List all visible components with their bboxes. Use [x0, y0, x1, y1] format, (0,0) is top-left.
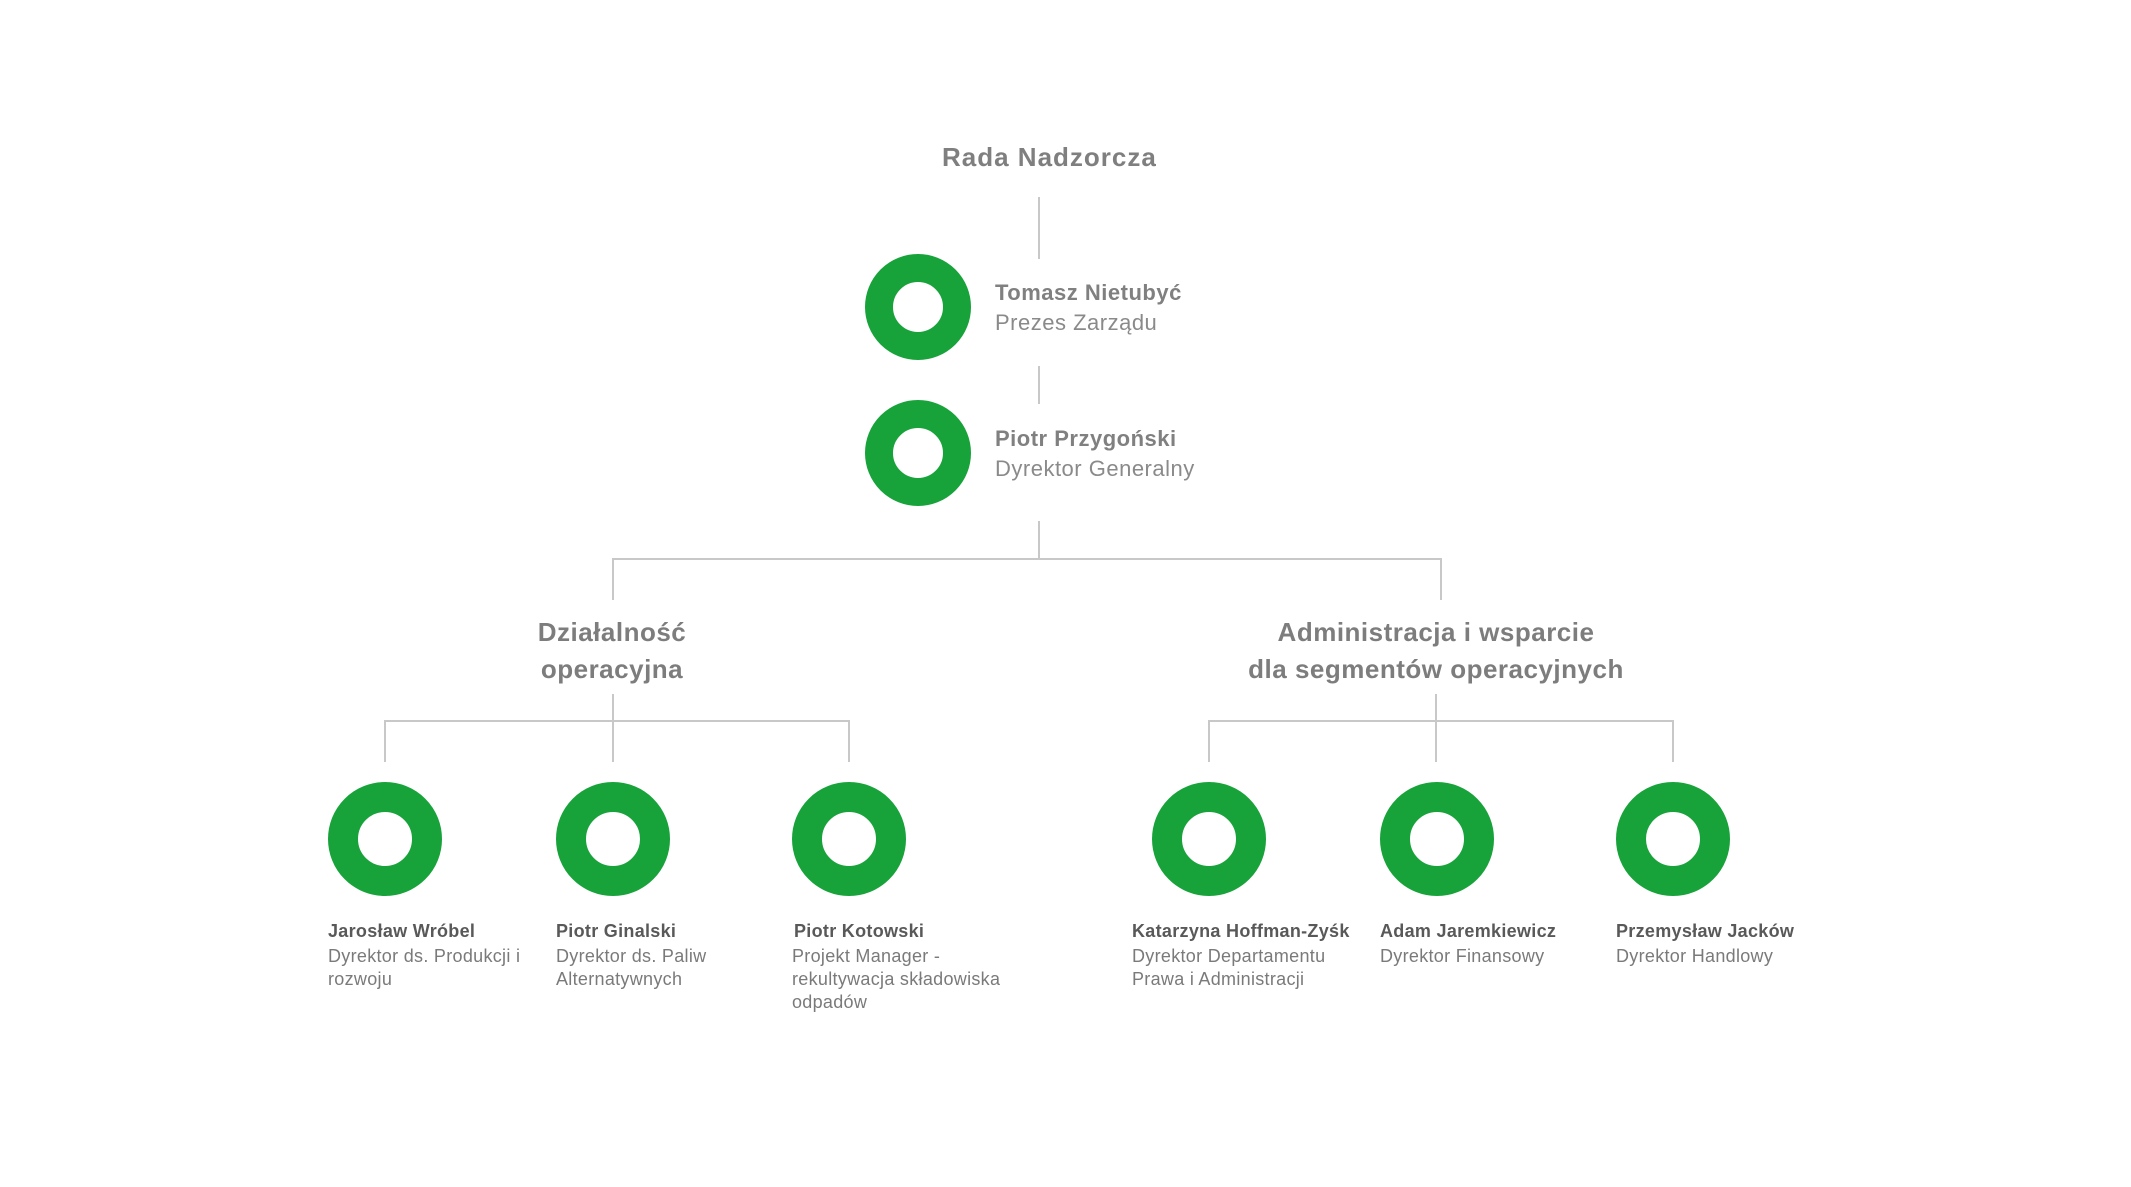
person-role: Dyrektor ds. Paliw Alternatywnych [556, 946, 707, 989]
executive-name: Tomasz Nietubyć [995, 280, 1182, 305]
executive-role: Prezes Zarządu [995, 310, 1158, 335]
section-title-line: dla segmentów operacyjnych [1248, 654, 1624, 684]
person-name: Piotr Kotowski [794, 921, 925, 941]
ring-icon [865, 254, 971, 360]
person-name: Piotr Ginalski [556, 921, 677, 941]
connector-line [1440, 558, 1442, 600]
section-title: Działalność operacyjna [462, 614, 762, 688]
connector-line [612, 558, 614, 600]
person-role: Dyrektor ds. Produkcji i rozwoju [328, 946, 521, 989]
section-title-line: operacyjna [540, 654, 684, 684]
person-role: Dyrektor Departamentu Prawa i Administra… [1132, 946, 1326, 989]
person-name: Adam Jaremkiewicz [1380, 921, 1557, 941]
connector-line [612, 694, 614, 762]
person-role: Projekt Manager - rekultywacja składowis… [792, 946, 1001, 1012]
ring-icon [865, 400, 971, 506]
ring-icon [556, 782, 670, 896]
connector-line [1208, 720, 1674, 722]
executive-role: Dyrektor Generalny [995, 456, 1195, 481]
ring-icon [328, 782, 442, 896]
connector-line [612, 558, 1442, 560]
connector-line [848, 720, 850, 762]
ring-icon [1152, 782, 1266, 896]
person-name: Katarzyna Hoffman-Zyśk [1132, 921, 1350, 941]
section-title-line: Administracja i wsparcie [1277, 617, 1595, 647]
connector-line [384, 720, 850, 722]
person-role: Dyrektor Finansowy [1380, 946, 1545, 966]
connector-line [1208, 720, 1210, 762]
executive-name: Piotr Przygoński [995, 426, 1177, 451]
ring-icon [1380, 782, 1494, 896]
person-name: Jarosław Wróbel [328, 921, 476, 941]
connector-line [1435, 694, 1437, 762]
person-name: Przemysław Jacków [1616, 921, 1795, 941]
person-role: Dyrektor Handlowy [1616, 946, 1774, 966]
section-title-line: Działalność [537, 617, 687, 647]
supervisory-board-title: Rada Nadzorcza [942, 142, 1157, 172]
ring-icon [792, 782, 906, 896]
section-title: Administracja i wsparcie dla segmentów o… [1186, 614, 1686, 688]
connector-line [1038, 521, 1040, 559]
connector-line [1672, 720, 1674, 762]
connector-line [1038, 197, 1040, 259]
connector-line [384, 720, 386, 762]
connector-line [1038, 366, 1040, 404]
ring-icon [1616, 782, 1730, 896]
